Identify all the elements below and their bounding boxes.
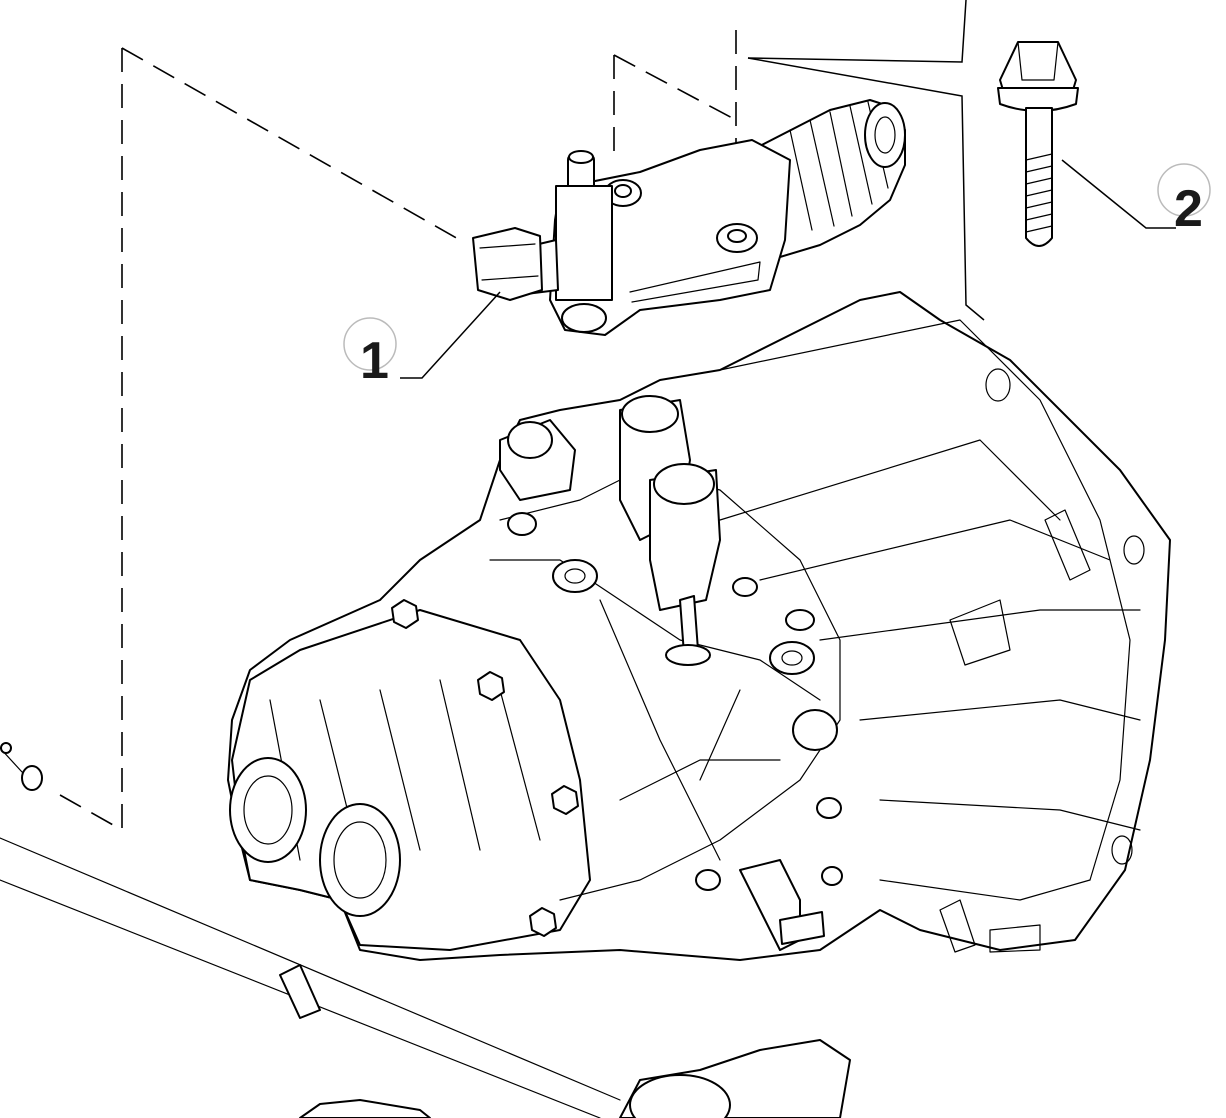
clutch-slave-cylinder [472, 99, 906, 336]
callout-2: 2 [1061, 159, 1211, 238]
transmission-housing [227, 291, 1171, 961]
callout-1: 1 [343, 291, 501, 390]
retaining-clip [0, 742, 43, 791]
callout-1-label: 1 [360, 332, 389, 390]
callout-1-ring [343, 317, 397, 371]
callout-2-leader [1061, 159, 1176, 229]
bolt [997, 41, 1079, 247]
callout-2-ring [1157, 163, 1211, 217]
lower-component [299, 1039, 851, 1118]
callout-2-label: 2 [1174, 180, 1203, 238]
gear-selector-cable [0, 837, 621, 1118]
callout-1-leader [400, 291, 501, 379]
